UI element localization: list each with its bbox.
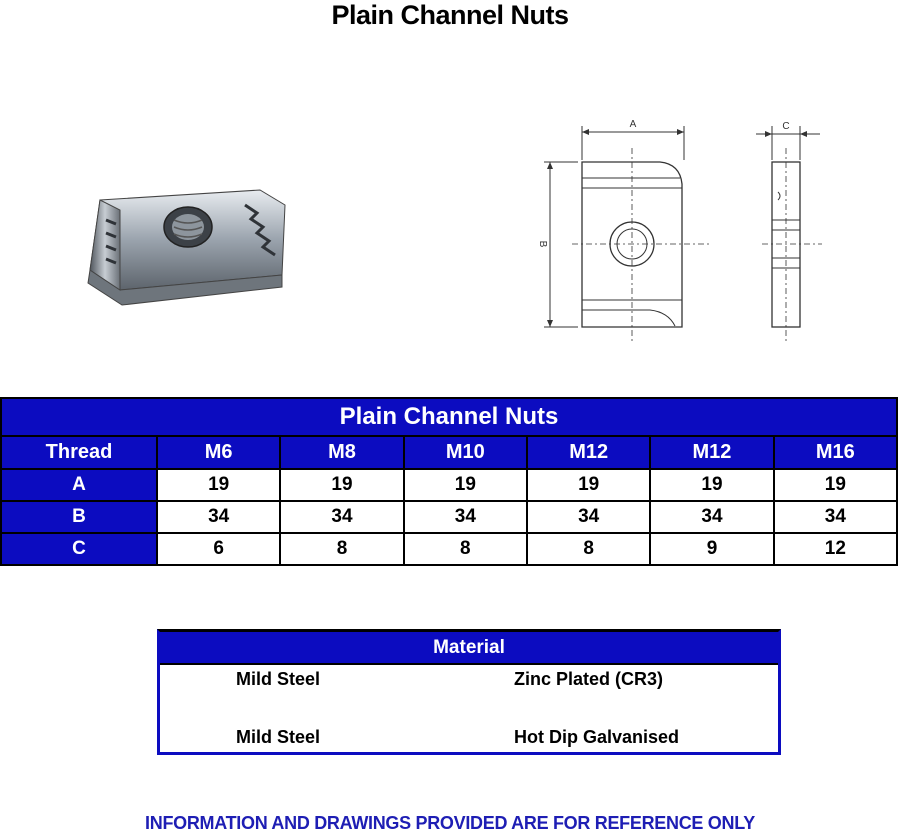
spec-table: Plain Channel Nuts Thread M6 M8 M10 M12 …: [0, 397, 899, 566]
table-cell: 34: [649, 500, 775, 534]
row-label: C: [0, 532, 158, 566]
table-cell: 8: [525, 532, 652, 566]
table-cell: 19: [525, 468, 652, 502]
dim-a-label: A: [630, 119, 637, 130]
material-row: Mild Steel Hot Dip Galvanised: [160, 723, 778, 752]
spec-table-title: Plain Channel Nuts: [0, 397, 898, 437]
material-finish: Hot Dip Galvanised: [514, 727, 680, 747]
table-cell: 8: [279, 532, 405, 566]
table-cell: 34: [402, 500, 528, 534]
column-header: M6: [155, 435, 282, 470]
table-cell: 34: [772, 500, 899, 534]
material-name: Mild Steel: [236, 669, 321, 689]
table-cell: 19: [279, 468, 405, 502]
table-row: A 19 19 19 19 19 19: [0, 468, 899, 502]
row-label: B: [0, 500, 158, 534]
column-header: M8: [279, 435, 405, 470]
table-cell: 19: [772, 468, 899, 502]
technical-drawing: A B C: [537, 119, 822, 342]
table-cell: 19: [155, 468, 282, 502]
table-cell: 9: [649, 532, 775, 566]
material-name: Mild Steel: [236, 727, 321, 747]
page-title: Plain Channel Nuts: [331, 0, 569, 30]
table-cell: 6: [155, 532, 282, 566]
table-cell: 34: [279, 500, 405, 534]
material-row: Mild Steel Zinc Plated (CR3): [160, 665, 778, 694]
column-header: M10: [402, 435, 528, 470]
table-cell: 34: [155, 500, 282, 534]
dim-b-label: B: [537, 241, 548, 248]
dim-c-label: C: [782, 121, 789, 132]
table-cell: 19: [649, 468, 775, 502]
spec-table-header-row: Thread M6 M8 M10 M12 M12 M16: [0, 435, 899, 470]
table-cell: 34: [525, 500, 652, 534]
table-cell: 8: [402, 532, 528, 566]
column-header: Thread: [0, 435, 158, 470]
table-cell: 12: [772, 532, 899, 566]
table-cell: 19: [402, 468, 528, 502]
material-finish: Zinc Plated (CR3): [514, 669, 664, 689]
column-header: M12: [525, 435, 652, 470]
column-header: M16: [772, 435, 899, 470]
column-header: M12: [649, 435, 775, 470]
row-label: A: [0, 468, 158, 502]
table-row: B 34 34 34 34 34 34: [0, 500, 899, 534]
channel-nut-photo: [87, 189, 286, 306]
reference-disclaimer: INFORMATION AND DRAWINGS PROVIDED ARE FO…: [145, 813, 755, 833]
material-table-title: Material: [160, 632, 778, 665]
table-row: C 6 8 8 8 9 12: [0, 532, 899, 566]
material-table: Material Mild Steel Zinc Plated (CR3) Mi…: [157, 629, 781, 755]
